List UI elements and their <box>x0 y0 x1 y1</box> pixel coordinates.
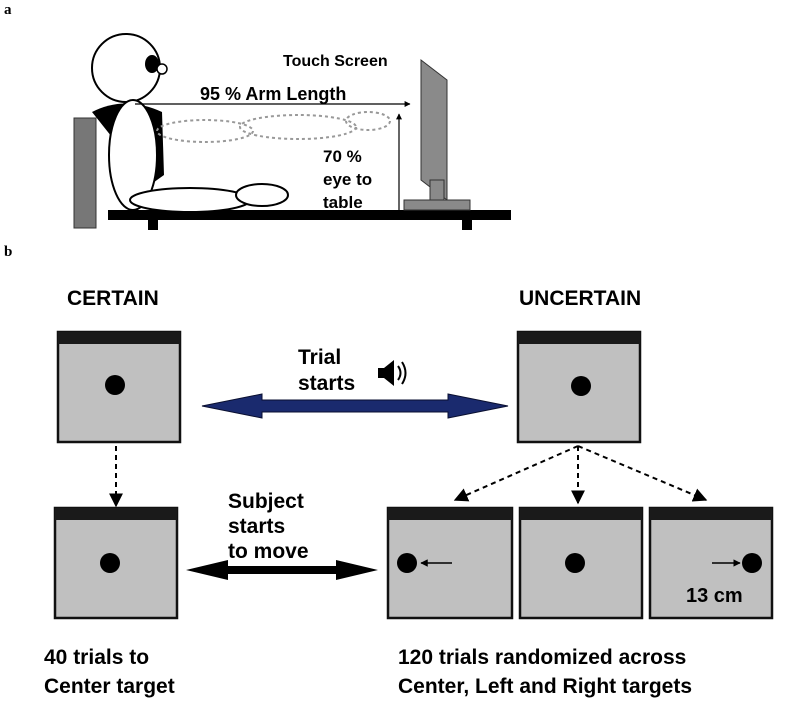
subject-moves-label-3: to move <box>228 540 309 563</box>
subject-moves-label-1: Subject <box>228 490 304 513</box>
panel-b-label: b <box>4 244 12 260</box>
certain-heading: CERTAIN <box>67 287 159 310</box>
speaker-icon <box>378 360 407 386</box>
left-target <box>397 553 417 573</box>
trial-starts-arrow <box>201 393 509 419</box>
eye-height-label-3: table <box>323 193 363 212</box>
certain-caption-2: Center target <box>44 675 175 698</box>
stick-figure-icon <box>91 33 391 213</box>
touch-screen-label: Touch Screen <box>283 53 388 70</box>
uncertain-center-screen <box>518 506 644 620</box>
center-target <box>105 375 125 395</box>
uncertain-left-arrow <box>453 445 579 502</box>
table-top <box>108 210 511 220</box>
subject-moves-arrow <box>186 560 378 580</box>
right-target <box>742 553 762 573</box>
eye-height-label-2: eye to <box>323 170 372 189</box>
table-leg-right <box>462 220 472 230</box>
subject-moves-label-2: starts <box>228 515 285 538</box>
uncertain-left-screen <box>386 506 514 620</box>
certain-target-screen <box>53 506 179 620</box>
uncertain-caption-2: Center, Left and Right targets <box>398 675 692 698</box>
eye-height-label-1: 70 % <box>323 147 362 166</box>
table-leg-left <box>148 220 158 230</box>
distance-label: 13 cm <box>686 585 743 607</box>
center-target <box>571 376 591 396</box>
panel-b: b CERTAIN UNCERTAIN Trial starts <box>4 244 774 698</box>
trial-starts-label-2: starts <box>298 372 355 395</box>
monitor-icon <box>403 58 471 211</box>
certain-caption-1: 40 trials to <box>44 646 149 669</box>
uncertain-heading: UNCERTAIN <box>519 287 641 310</box>
certain-start-screen <box>56 330 182 444</box>
center-target <box>100 553 120 573</box>
uncertain-right-screen: 13 cm <box>648 506 774 620</box>
uncertain-caption-1: 120 trials randomized across <box>398 646 686 669</box>
trial-starts-label-1: Trial <box>298 346 341 369</box>
center-target <box>565 553 585 573</box>
chair-back <box>73 117 97 229</box>
arm-length-label: 95 % Arm Length <box>200 84 346 104</box>
panel-a: a 95 % Arm Length 70 % eye to table <box>4 2 511 230</box>
panel-a-label: a <box>4 2 12 18</box>
uncertain-start-screen <box>516 330 642 444</box>
uncertain-right-arrow <box>577 445 708 502</box>
